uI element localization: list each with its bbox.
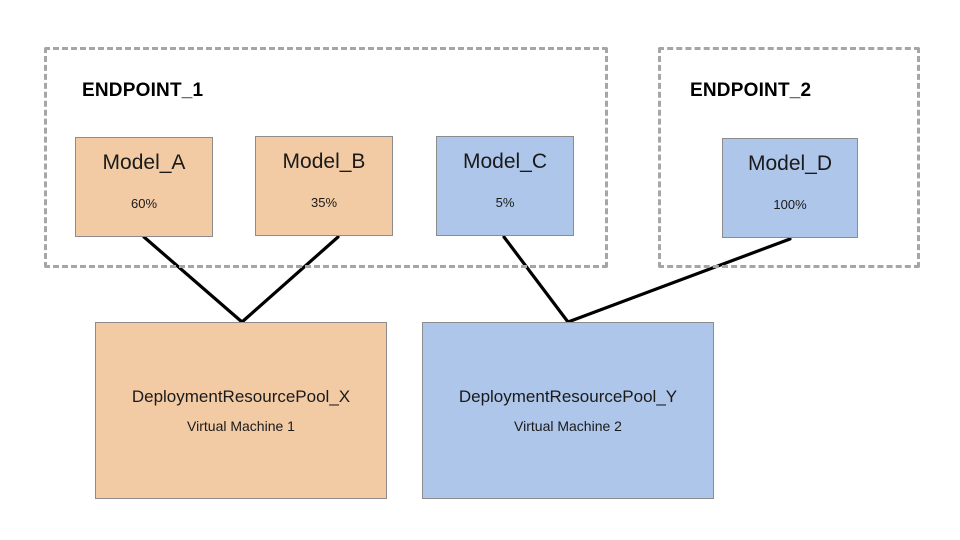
pool-machine: Virtual Machine 1 — [187, 418, 295, 434]
group-label-endpoint-2: ENDPOINT_2 — [690, 80, 812, 101]
pool-name: DeploymentResourcePool_Y — [458, 387, 678, 406]
model-name: Model_B — [282, 150, 366, 173]
model-node-model-c[interactable]: Model_C 5% — [436, 136, 574, 236]
pool-node-pool-y[interactable]: DeploymentResourcePool_Y Virtual Machine… — [422, 322, 714, 499]
model-traffic-split: 60% — [130, 196, 158, 212]
group-label-endpoint-1: ENDPOINT_1 — [82, 80, 204, 101]
model-node-model-a[interactable]: Model_A 60% — [75, 137, 213, 237]
model-node-model-b[interactable]: Model_B 35% — [255, 136, 393, 236]
pool-machine: Virtual Machine 2 — [514, 418, 622, 434]
pool-node-pool-x[interactable]: DeploymentResourcePool_X Virtual Machine… — [95, 322, 387, 499]
model-traffic-split: 35% — [310, 195, 338, 211]
group-box-endpoint-1 — [44, 47, 608, 268]
pool-name: DeploymentResourcePool_X — [131, 387, 351, 406]
model-traffic-split: 5% — [495, 195, 515, 211]
model-node-model-d[interactable]: Model_D 100% — [722, 138, 858, 238]
group-box-endpoint-2 — [658, 47, 920, 268]
model-name: Model_C — [462, 150, 548, 173]
model-name: Model_D — [747, 152, 833, 175]
model-traffic-split: 100% — [773, 197, 807, 213]
model-name: Model_A — [102, 151, 186, 174]
